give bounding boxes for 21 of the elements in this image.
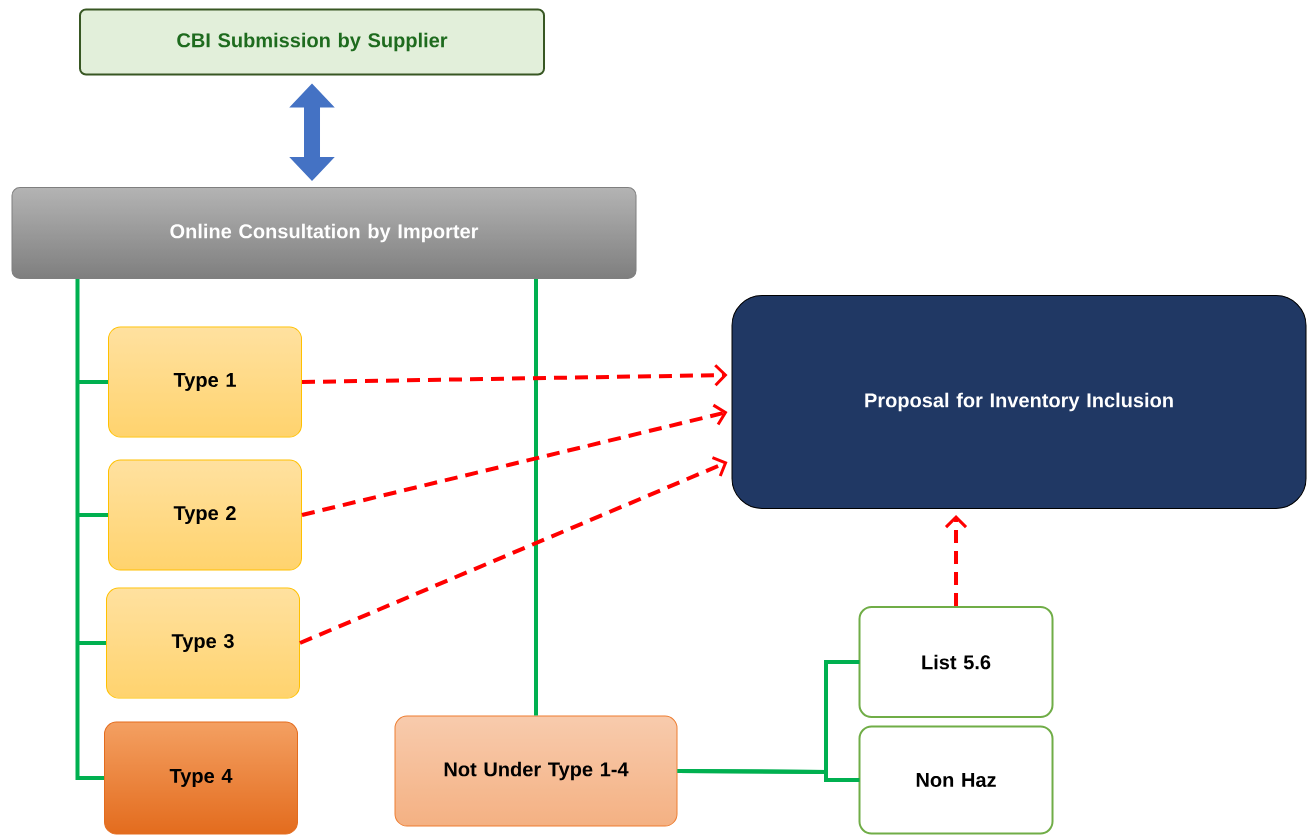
connector-line	[78, 641, 106, 645]
arrow	[301, 364, 728, 387]
category-box: Type 3	[106, 587, 300, 699]
arrow	[301, 403, 728, 517]
connector-line	[75, 279, 80, 780]
result-box: Proposal for Inventory Inclusion	[731, 295, 1307, 509]
connector-line	[677, 769, 860, 782]
connector-line	[78, 776, 104, 780]
category-box: Type 2	[108, 459, 302, 571]
category-box: Type 1	[108, 326, 302, 438]
list-box: Non Haz	[858, 725, 1054, 835]
process-box: Online Consultation by Importer	[11, 187, 637, 279]
category-box: Type 4	[104, 721, 298, 835]
arrow	[944, 515, 968, 606]
category-box: Not Under Type 1-4	[394, 715, 678, 827]
title-box: CBI Submission by Supplier	[79, 8, 545, 76]
connector-line	[78, 513, 108, 517]
list-box: List 5.6	[858, 606, 1054, 718]
arrow	[299, 456, 728, 645]
connector-line	[534, 279, 538, 716]
connector-line	[78, 380, 108, 384]
